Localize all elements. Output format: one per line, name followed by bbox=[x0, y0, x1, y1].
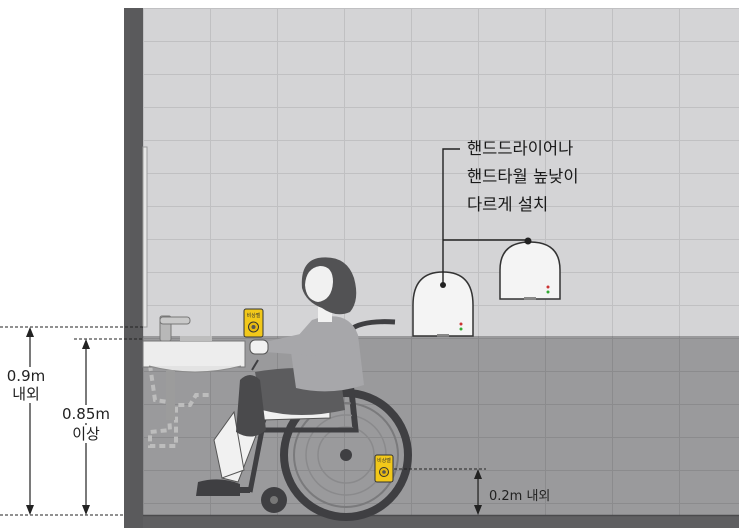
callout-line-1: 핸드드라이어나 bbox=[467, 139, 574, 158]
callout-line-2: 핸드타월 높낮이 bbox=[467, 167, 579, 186]
callout-line-3: 다르게 설치 bbox=[467, 195, 549, 214]
callout-leader bbox=[442, 148, 528, 285]
emergency-bell-upper: 비상벨 bbox=[243, 308, 264, 338]
dimension-inner-value: 0.85m bbox=[60, 405, 112, 423]
emergency-bell-lower: 비상벨 bbox=[374, 454, 394, 483]
mirror bbox=[142, 146, 148, 328]
washbasin bbox=[142, 315, 246, 448]
dimension-outer-value: 0.9m bbox=[4, 367, 48, 385]
dimension-inner-note: 이상 bbox=[60, 425, 112, 443]
dimension-bottom-label: 0.2m 내외 bbox=[489, 489, 551, 504]
dimension-outer-note: 내외 bbox=[4, 385, 48, 403]
dimension-arrowheads bbox=[26, 327, 482, 515]
left-wall-edge bbox=[124, 8, 143, 528]
hand-dryer-high bbox=[499, 237, 561, 300]
floor bbox=[143, 515, 739, 528]
svg-text:비상벨: 비상벨 bbox=[377, 457, 391, 464]
wheelchair-user bbox=[196, 257, 412, 521]
svg-text:비상벨: 비상벨 bbox=[247, 312, 261, 319]
